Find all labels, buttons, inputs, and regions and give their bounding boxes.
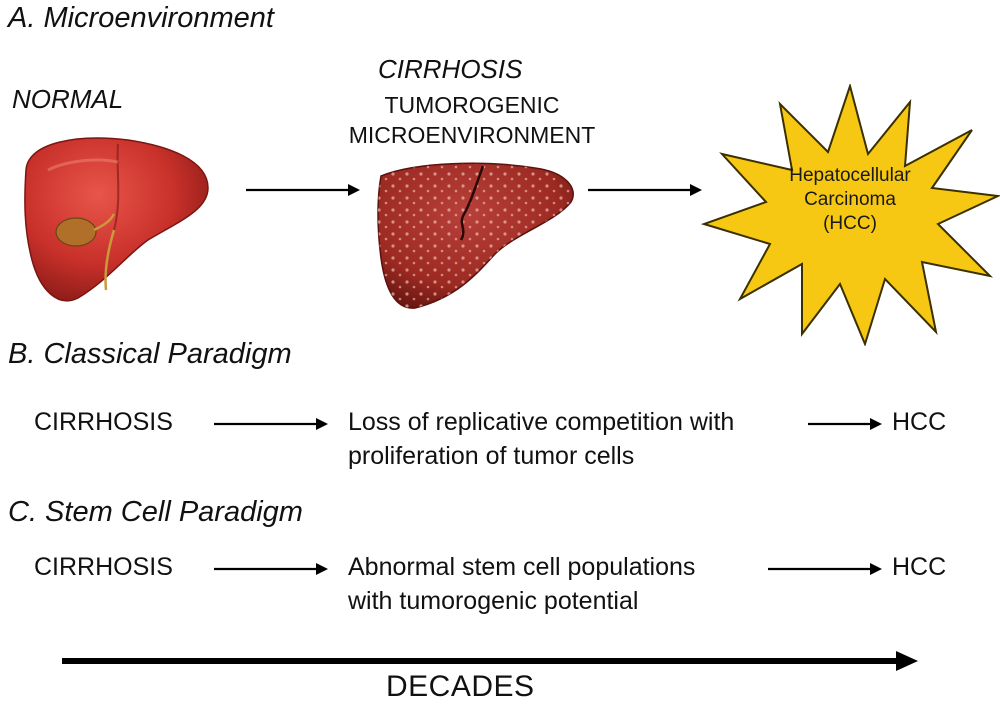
cirrhosis-label: CIRRHOSIS [378,54,523,84]
classical-end: HCC [892,408,947,436]
section-c-title: C. Stem Cell Paradigm [8,496,303,528]
section-b-title: B. Classical Paradigm [8,338,292,370]
hcc-line1: Hepatocellular [789,165,911,186]
cirrhosis-sub2: MICROENVIRONMENT [348,122,596,148]
stemcell-middle-line1: Abnormal stem cell populations [348,553,696,581]
stemcell-start: CIRRHOSIS [34,553,173,581]
classical-middle-line2: proliferation of tumor cells [348,442,635,470]
classical-arrow-2 [808,418,882,430]
section-a-title: A. Microenvironment [8,2,274,34]
cirrhosis-sub1: TUMOROGENIC [384,92,560,118]
cirrhotic-liver-image [377,162,574,309]
decades-label: DECADES [386,670,535,703]
stemcell-arrow-2 [768,563,882,575]
normal-label: NORMAL [12,84,124,114]
decades-timeline-arrow [62,651,918,671]
classical-arrow-1 [214,418,328,430]
hcc-line2: Carcinoma [804,189,896,210]
hcc-starburst [700,84,1000,346]
stemcell-arrow-1 [214,563,328,575]
classical-start: CIRRHOSIS [34,408,173,436]
stemcell-middle-line2: with tumorogenic potential [348,587,639,615]
normal-liver-image [24,137,209,302]
classical-middle-line1: Loss of replicative competition with [348,408,735,436]
stemcell-end: HCC [892,553,947,581]
hcc-line3: (HCC) [823,213,877,234]
arrow-normal-to-cirrhosis [246,184,360,196]
arrow-cirrhosis-to-hcc [588,184,702,196]
